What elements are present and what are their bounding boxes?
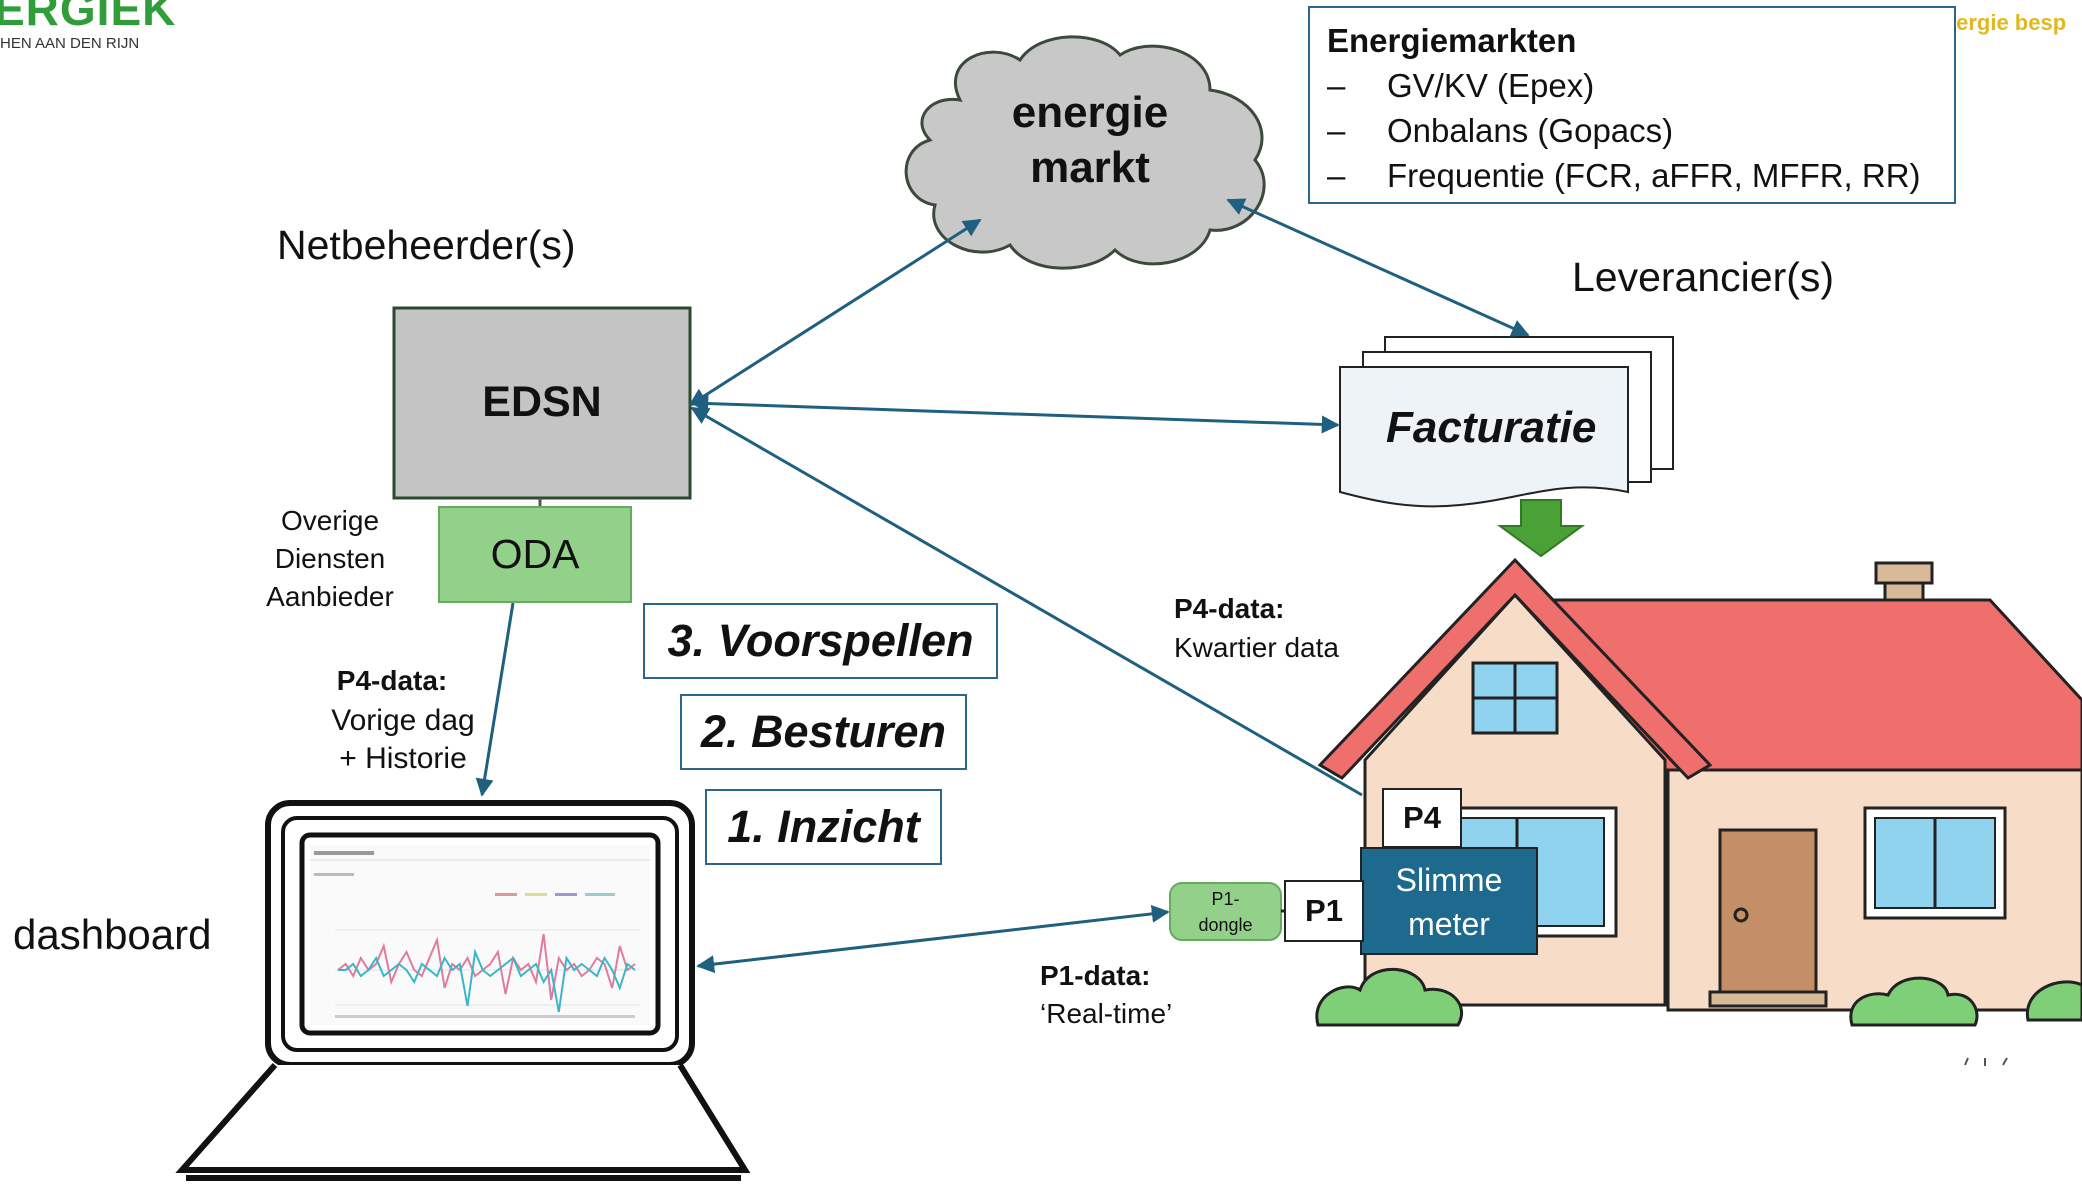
smart-meter-label-line1: Slimme (1395, 862, 1503, 898)
p1-port-label: P1 (1284, 880, 1364, 942)
step-inzicht: 1. Inzicht (705, 789, 942, 865)
mini-series-pink-line (337, 933, 636, 1001)
netbeheerder-label: Netbeheerder(s) (277, 222, 576, 268)
facturatie-document-icon (1339, 336, 1674, 508)
oda-box (438, 506, 632, 603)
dashboard-label: dashboard (13, 911, 212, 958)
p1-dongle-label-line1: P1- (1211, 889, 1240, 909)
mini-series-teal-line (338, 948, 636, 1013)
energy-market-item: –GV/KV (Epex) (1327, 67, 1595, 104)
smart-meter-box (1360, 847, 1538, 955)
p4-data-left-title: P4-data: (336, 665, 448, 696)
arrow-oda-laptop (475, 602, 515, 797)
logo-brand-text: ERGIEK (0, 0, 177, 35)
energy-market-item: –Onbalans (Gopacs) (1327, 112, 1674, 149)
step-besturen: 2. Besturen (680, 694, 967, 770)
p4-data-left-line1: Vorige dag (331, 704, 475, 737)
cloud-label-line2: markt (1030, 143, 1150, 192)
oda-description-line2: Diensten (274, 543, 386, 574)
oda-description-line1: Overige (280, 505, 380, 536)
energy-markets-box: Energiemarkten –GV/KV (Epex) –Onbalans (… (1308, 6, 1956, 204)
house-illustration (1315, 557, 2082, 1066)
energy-markets-title: Energiemarkten (1327, 22, 1577, 59)
arrow-cloud-leverancier (1226, 198, 1530, 337)
mini-dashboard-chart (310, 845, 650, 1025)
smart-meter-label-line2: meter (1408, 906, 1490, 942)
edsn-label: EDSN (482, 378, 602, 426)
p4-data-right-title: P4-data: (1174, 593, 1285, 624)
facturatie-label: Facturatie (1386, 403, 1597, 452)
p1-data-line1: ‘Real-time’ (1040, 998, 1173, 1029)
green-down-arrow (1496, 499, 1586, 558)
cloud-label-line1: energie (1011, 88, 1169, 137)
p4-port-label: P4 (1382, 788, 1462, 848)
energy-market-cloud (904, 35, 1266, 270)
arrow-edsn-cloud (688, 218, 982, 407)
leverancier-label: Leverancier(s) (1572, 254, 1835, 300)
p4-data-left-line2: + Historie (339, 742, 467, 775)
arrow-edsn-p4 (690, 406, 1363, 797)
oda-description-line3: Aanbieder (266, 581, 394, 612)
arrow-laptop-dongle (696, 904, 1170, 974)
step-voorspellen: 3. Voorspellen (643, 603, 998, 679)
arrow-edsn-facturatie (690, 394, 1340, 434)
energy-market-item: –Frequentie (FCR, aFFR, MFFR, RR) (1327, 157, 1921, 194)
oda-label: ODA (490, 531, 580, 577)
logo-subtitle: HEN AAN DEN RIJN (0, 35, 140, 52)
p4-data-right-line1: Kwartier data (1174, 632, 1339, 663)
p1-dongle-label-line2: dongle (1198, 915, 1253, 935)
edsn-box (392, 306, 692, 500)
p1-data-title: P1-data: (1040, 960, 1151, 991)
